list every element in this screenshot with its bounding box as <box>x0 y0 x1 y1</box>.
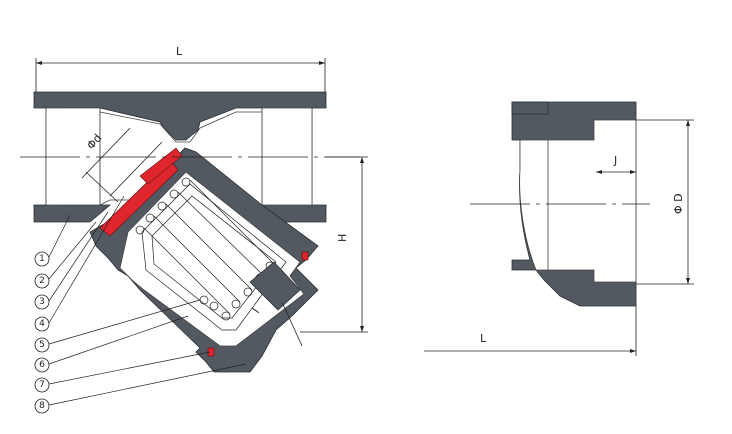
svg-text:6: 6 <box>39 360 45 370</box>
screen-inner-wall <box>151 195 277 319</box>
svg-text:1: 1 <box>39 254 45 264</box>
callout-leaders <box>48 195 247 406</box>
dim-d-ext <box>81 127 131 179</box>
callout-3: 3 <box>34 294 50 310</box>
dim-L-label: L <box>176 45 183 58</box>
dim-l-line <box>281 301 303 347</box>
callout-1: 1 <box>34 251 50 267</box>
dim-d-ext <box>109 141 163 197</box>
dim-l-label: l <box>250 306 262 316</box>
svg-text:8: 8 <box>39 401 45 411</box>
screen-cylinder <box>141 183 287 331</box>
svg-text:7: 7 <box>39 380 45 390</box>
arrow-icon <box>630 170 636 174</box>
callout-8: 8 <box>34 398 50 414</box>
callout-5: 5 <box>34 337 50 353</box>
drain-plug <box>249 261 301 311</box>
callout-2: 2 <box>34 273 50 289</box>
seal-small-right <box>301 251 309 261</box>
right-port-bore <box>261 107 313 206</box>
y-strainer-section-view: L <box>20 45 368 414</box>
arrow-icon <box>36 61 42 65</box>
housing-cavity <box>119 171 305 347</box>
arrow-icon <box>360 157 364 163</box>
seal-small-bottom <box>207 347 215 357</box>
svg-text:3: 3 <box>39 297 45 307</box>
callout-4: 4 <box>34 316 50 332</box>
port-top-step <box>511 101 549 115</box>
callout-6: 6 <box>34 357 50 373</box>
svg-text:5: 5 <box>39 340 45 350</box>
dim-d-line <box>85 171 119 203</box>
dim-H-label: H <box>336 234 349 242</box>
arrow-icon <box>686 120 690 126</box>
callout-7: 7 <box>34 377 50 393</box>
svg-text:4: 4 <box>39 319 45 329</box>
dim-L2-label: L <box>480 332 487 345</box>
svg-text:2: 2 <box>39 276 45 286</box>
dim-J-label: J <box>613 154 617 167</box>
arrow-icon <box>630 349 636 353</box>
port-bore <box>519 119 637 283</box>
arrow-icon <box>360 326 364 332</box>
dim-D-label: Φ D <box>672 193 685 214</box>
end-port-section-view: J Φ D L <box>424 101 694 356</box>
arrow-icon <box>319 61 325 65</box>
left-port-bore <box>45 107 101 206</box>
arrow-icon <box>686 278 690 284</box>
arrow-icon <box>596 170 602 174</box>
